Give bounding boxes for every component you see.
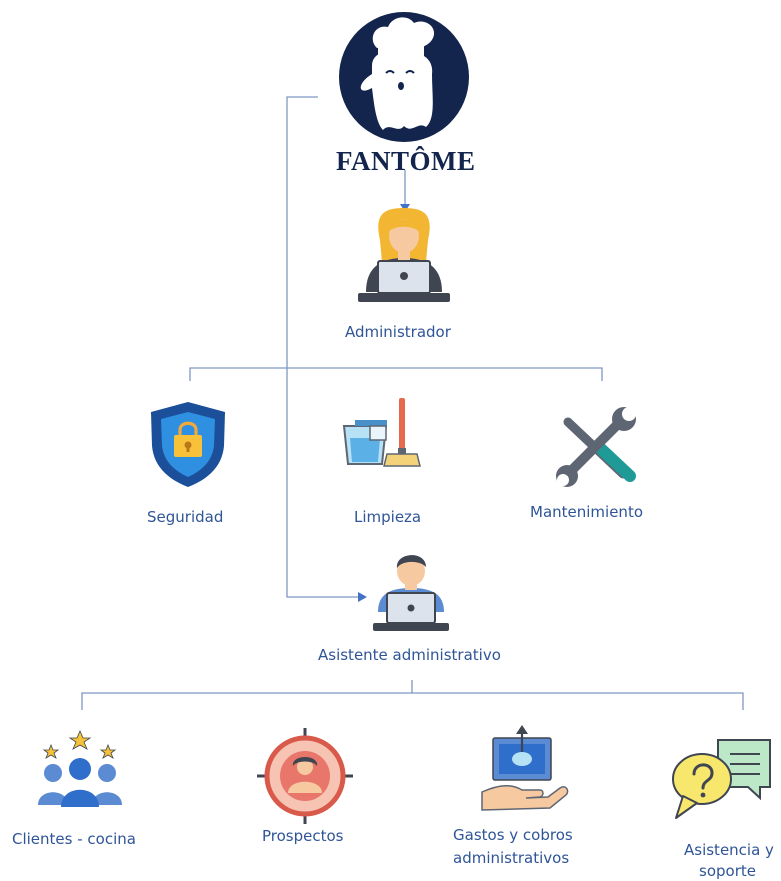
- brand-name: FANTÔME: [336, 146, 476, 176]
- chat-question-icon: [672, 739, 771, 819]
- target-person-icon: [257, 728, 353, 824]
- money-hand-icon: [481, 725, 569, 811]
- ghost-chef-logo-icon: [339, 12, 469, 142]
- node-label-asistencia-line2: soporte: [699, 862, 756, 880]
- node-label-gastos-cobros-line2: administrativos: [453, 849, 570, 867]
- woman-at-laptop-icon: [358, 208, 450, 302]
- connector-asistente-bracket: [81, 692, 744, 710]
- node-label-asistente-administrativo: Asistente administrativo: [318, 646, 501, 664]
- connectors: [81, 96, 744, 710]
- node-label-mantenimiento: Mantenimiento: [530, 503, 643, 521]
- node-label-clientes-cocina: Clientes - cocina: [12, 830, 136, 848]
- bucket-mop-icon: [342, 398, 421, 467]
- node-label-prospectos: Prospectos: [262, 827, 344, 845]
- node-label-asistencia-line1: Asistencia y: [684, 841, 774, 859]
- connector-side-loop: [286, 96, 358, 598]
- connector-admin-bracket: [189, 367, 603, 381]
- wrench-screwdriver-icon: [556, 407, 636, 487]
- node-label-seguridad: Seguridad: [147, 508, 224, 526]
- customers-stars-icon: [38, 729, 122, 807]
- man-at-laptop-icon: [373, 555, 449, 631]
- node-label-gastos-cobros-line1: Gastos y cobros: [453, 826, 573, 844]
- arrow-head-asistente: [358, 592, 367, 602]
- node-label-administrador: Administrador: [345, 323, 451, 341]
- shield-lock-icon: [151, 402, 225, 487]
- arrow-head-admin: [400, 204, 410, 212]
- node-label-limpieza: Limpieza: [354, 508, 422, 526]
